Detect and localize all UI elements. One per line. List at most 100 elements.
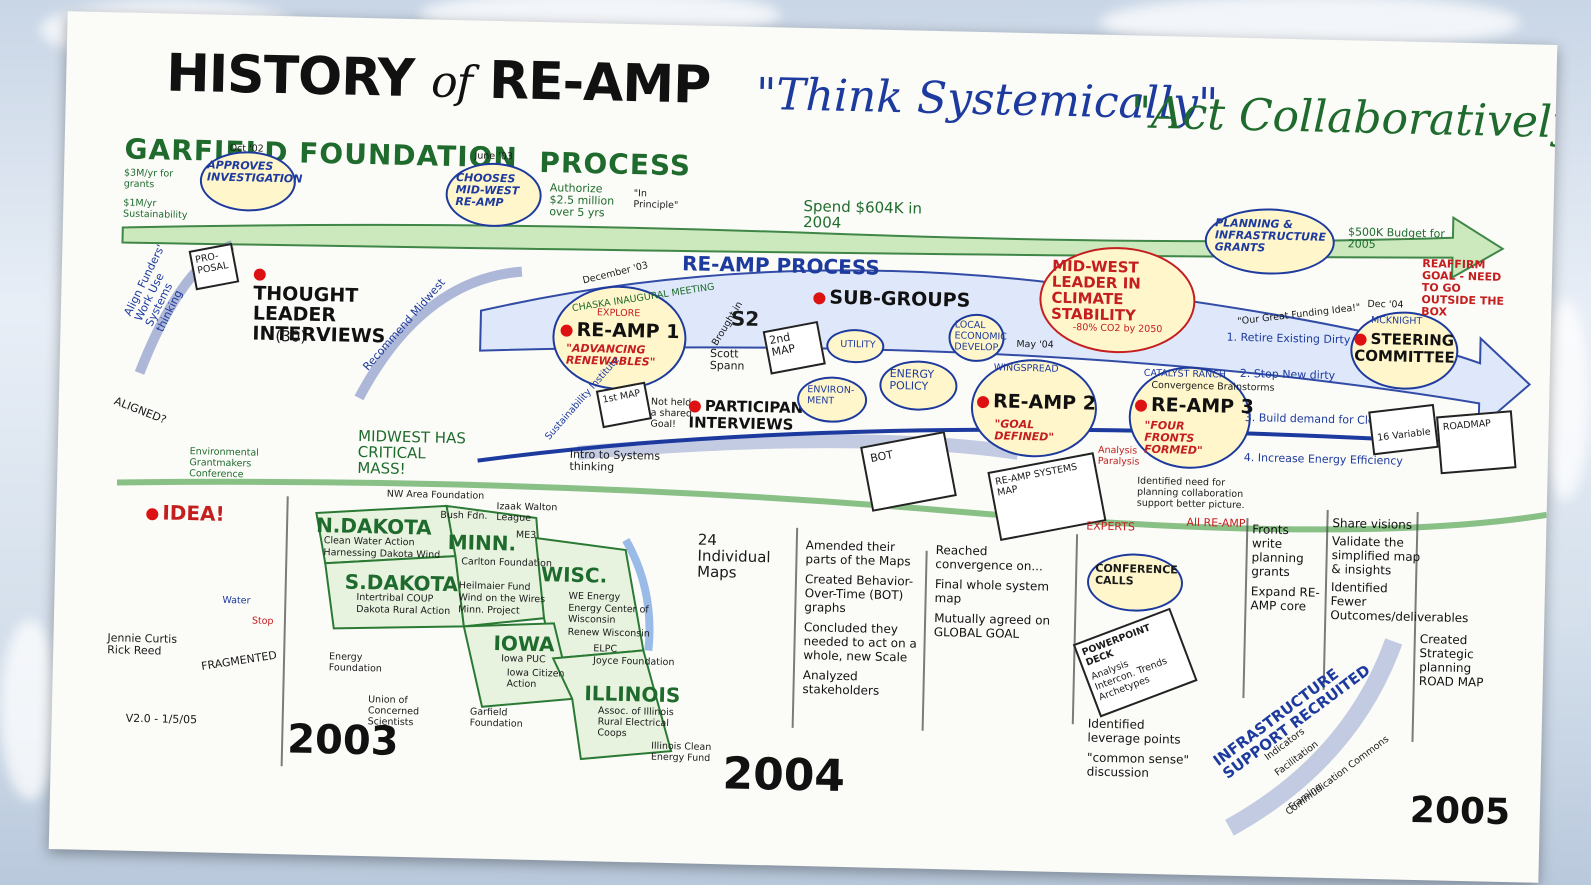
page-title: HISTORY of RE-AMP — [165, 43, 711, 116]
energy-policy-label: ENERGY POLICY — [889, 366, 935, 393]
iowa-org-2: Iowa Citizen Action — [506, 667, 565, 691]
s2-label: S2 — [730, 306, 760, 331]
approves-text: APPROVES INVESTIGATION — [206, 158, 303, 186]
minn-org-5: Minn. Project — [458, 604, 520, 617]
steering-dot — [1354, 332, 1367, 346]
minn-org-2: Carlton Foundation — [461, 556, 553, 570]
explore-label: EXPLORE — [596, 307, 641, 320]
sdakota-org-1: Intertribal COUP — [356, 591, 434, 605]
energy-fdn: Energy Foundation — [328, 651, 383, 675]
funding-grants: $3M/yr for grants — [123, 167, 174, 191]
subgroups-dot — [813, 291, 826, 304]
budget-2005: $500K Budget for 2005 — [1347, 225, 1446, 251]
c4-item-1: Share visions — [1332, 516, 1413, 532]
scott-spann: Scott Spann — [709, 346, 745, 373]
reamp2-node: RE-AMP 2 — [976, 390, 1096, 415]
spend-2004: Spend $604K in 2004 — [802, 196, 923, 232]
reamp3-dot — [1134, 399, 1148, 412]
state-illinois: ILLINOIS — [584, 681, 681, 708]
planning-text: PLANNING & INFRASTRUCTURE GRANTS — [1214, 216, 1327, 255]
state-minn: MINN. — [447, 529, 517, 556]
reamp1-dot — [560, 323, 573, 337]
state-wisc: WISC. — [540, 562, 608, 588]
second-map-label: 2nd MAP — [768, 330, 797, 359]
stop-label: Stop — [251, 615, 274, 628]
reamp1-node: RE-AMP 1 — [560, 318, 680, 343]
intro-systems: Intro to Systems thinking — [569, 447, 661, 474]
c4-item-3: Identified Fewer Outcomes/deliverables — [1330, 580, 1469, 626]
identified-need: Identified need for planning collaborati… — [1136, 475, 1245, 512]
names-label: Jennie Curtis Rick Reed — [107, 631, 178, 658]
variable-box: 16 Variable — [1368, 403, 1439, 456]
conference-calls: CONFERENCE CALLS — [1094, 561, 1178, 588]
thought-leader-node: THOUGHT LEADER INTERVIEWS — [252, 263, 386, 347]
may04-date: May '04 — [1016, 338, 1054, 351]
c4-item-2: Validate the simplified map & insights — [1331, 534, 1421, 578]
water-label: Water — [222, 594, 251, 607]
chooses-text: CHOOSES MID-WEST RE-AMP — [455, 171, 520, 210]
subgroups-node: SUB-GROUPS — [813, 286, 971, 312]
c3-item-2: Expand RE-AMP core — [1250, 584, 1320, 614]
participant-dot — [688, 399, 702, 413]
four-fronts: "FOUR FRONTS FORMED" — [1143, 418, 1203, 458]
all-reamp-label: All RE-AMP — [1186, 515, 1246, 531]
idea-dot — [146, 507, 159, 520]
co2-goal: -80% CO2 by 2050 — [1072, 322, 1163, 336]
authorize-text: Authorize $2.5 million over 5 yrs — [549, 181, 615, 220]
midwest-critical-mass: MIDWEST HAS CRITICAL MASS! — [357, 426, 467, 478]
common-sense: "common sense" discussion — [1086, 750, 1190, 780]
column-4: Share visions Validate the simplified ma… — [1330, 516, 1469, 628]
c2-head: Reached convergence on... — [935, 543, 1044, 574]
advancing-renewables: "ADVANCING RENEWABLES" — [565, 341, 656, 369]
reamp-process-label: RE-AMP PROCESS — [681, 251, 881, 280]
wisc-org-2: Energy Center of Wisconsin — [567, 602, 649, 626]
thought-count: (30) — [275, 327, 307, 346]
version-label: V2.0 - 1/5/05 — [125, 711, 198, 727]
c1-item-4: Analyzed stakeholders — [802, 668, 880, 698]
experts-label: EXPERTS — [1086, 519, 1136, 534]
midwest-leader-text: MID-WEST LEADER IN CLIMATE STABILITY — [1050, 256, 1142, 325]
slogan-act: "Act Collaboratively" — [1130, 87, 1558, 149]
minn-org-4: Wind on the Wires — [458, 592, 546, 606]
catalyst-ranch: CATALYST RANCH — [1143, 367, 1227, 381]
proposal-box: PRO-POSAL — [188, 242, 240, 291]
front-2: 2. Stop New dirty — [1239, 366, 1336, 383]
wisc-org-3: Renew Wisconsin — [567, 626, 650, 640]
maps-24: 24 Individual Maps — [696, 530, 771, 582]
column-3: Fronts write planning grants Expand RE-A… — [1250, 522, 1322, 614]
illinois-org-1: ELPC — [593, 643, 618, 655]
roadmap-box: ROADMAP — [1436, 410, 1517, 475]
reamp3-node: RE-AMP 3 — [1134, 394, 1254, 418]
midwest-map — [315, 504, 673, 761]
iowa-org-1: Iowa PUC — [500, 653, 546, 666]
c1-item-3: Concluded they needed to act on a whole,… — [803, 620, 917, 665]
column-2: Reached convergence on... Final whole sy… — [934, 543, 1068, 642]
year-2003: 2003 — [286, 716, 400, 765]
funding-sustainability: $1M/yr Sustainability — [122, 197, 188, 221]
reamp2-dot — [976, 395, 990, 408]
thought-dot — [253, 267, 266, 281]
c3-item-1: Fronts write planning grants — [1251, 522, 1304, 580]
utility-label: UTILITY — [840, 338, 876, 351]
sdakota-org-2: Dakota Rural Action — [356, 603, 451, 618]
dec04-date: Dec '04 — [1367, 298, 1404, 311]
c1-item-1: Amended their parts of the Maps — [805, 538, 911, 569]
chart-board: HISTORY of RE-AMP "Think Systemically" "… — [48, 11, 1558, 883]
environment-label: ENVIRON-MENT — [806, 384, 855, 407]
illinois-org-2: Joyce Foundation — [592, 655, 675, 669]
column-1: Amended their parts of the Maps Created … — [802, 538, 921, 699]
nw-area-fdn: NW Area Foundation — [386, 488, 485, 502]
illinois-org-4: Illinois Clean Energy Fund — [650, 740, 712, 764]
june03-date: June '03 — [474, 150, 514, 163]
in-principle: "In Principle" — [633, 188, 679, 212]
wisc-org-1: WE Energy — [568, 590, 621, 603]
flow-arrows — [116, 215, 1548, 836]
mcknight-label: MCKNIGHT — [1370, 314, 1423, 328]
roadmap-label: ROADMAP — [1442, 418, 1492, 433]
garfield-fdn: Garfield Foundation — [469, 706, 523, 730]
year-2005: 2005 — [1409, 789, 1511, 834]
oct02-date: Oct '02 — [229, 142, 264, 155]
bush-fdn: Bush Fdn. — [440, 509, 488, 522]
local-econ-label: LOCAL ECONOMIC DEVELOP. — [954, 319, 1008, 354]
variable-label: 16 Variable — [1376, 426, 1432, 444]
